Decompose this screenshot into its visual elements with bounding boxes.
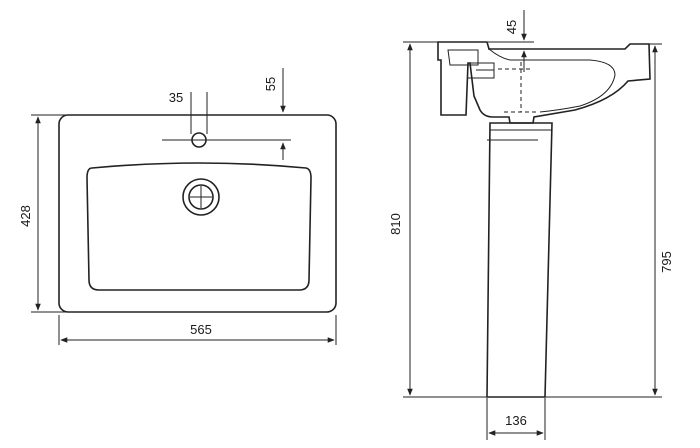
side-view: 45 810 795 136 (388, 10, 674, 440)
dimension-pedestal-base: 136 (486, 398, 546, 440)
dimension-tap-hole-y: 55 (162, 68, 291, 160)
label-tap-hole-y: 55 (263, 77, 278, 91)
label-tap-hole-x: 35 (169, 90, 183, 105)
dimension-tap-hole-x: 35 (169, 90, 208, 134)
basin-side-profile (437, 41, 651, 124)
pedestal (486, 122, 553, 398)
dimension-depth: 428 (18, 114, 66, 313)
label-pedestal-base: 136 (505, 413, 527, 428)
label-depth: 428 (18, 205, 33, 227)
label-pedestal-height: 795 (659, 251, 674, 273)
dimension-pedestal-height: 795 (545, 43, 674, 398)
rim-detail (447, 49, 479, 66)
label-width: 565 (190, 322, 212, 337)
basin-bowl-curve (488, 48, 616, 113)
basin-outer-outline (58, 114, 337, 313)
top-view: 35 55 428 565 (18, 68, 337, 345)
basin-inner-bowl (86, 162, 312, 291)
drain-symbol (182, 178, 220, 216)
dimension-width: 565 (58, 315, 337, 345)
label-rim-height: 45 (504, 20, 519, 34)
label-total-height: 810 (388, 213, 403, 235)
dimension-total-height: 810 (388, 41, 487, 398)
dimension-rim-height: 45 (488, 10, 534, 72)
